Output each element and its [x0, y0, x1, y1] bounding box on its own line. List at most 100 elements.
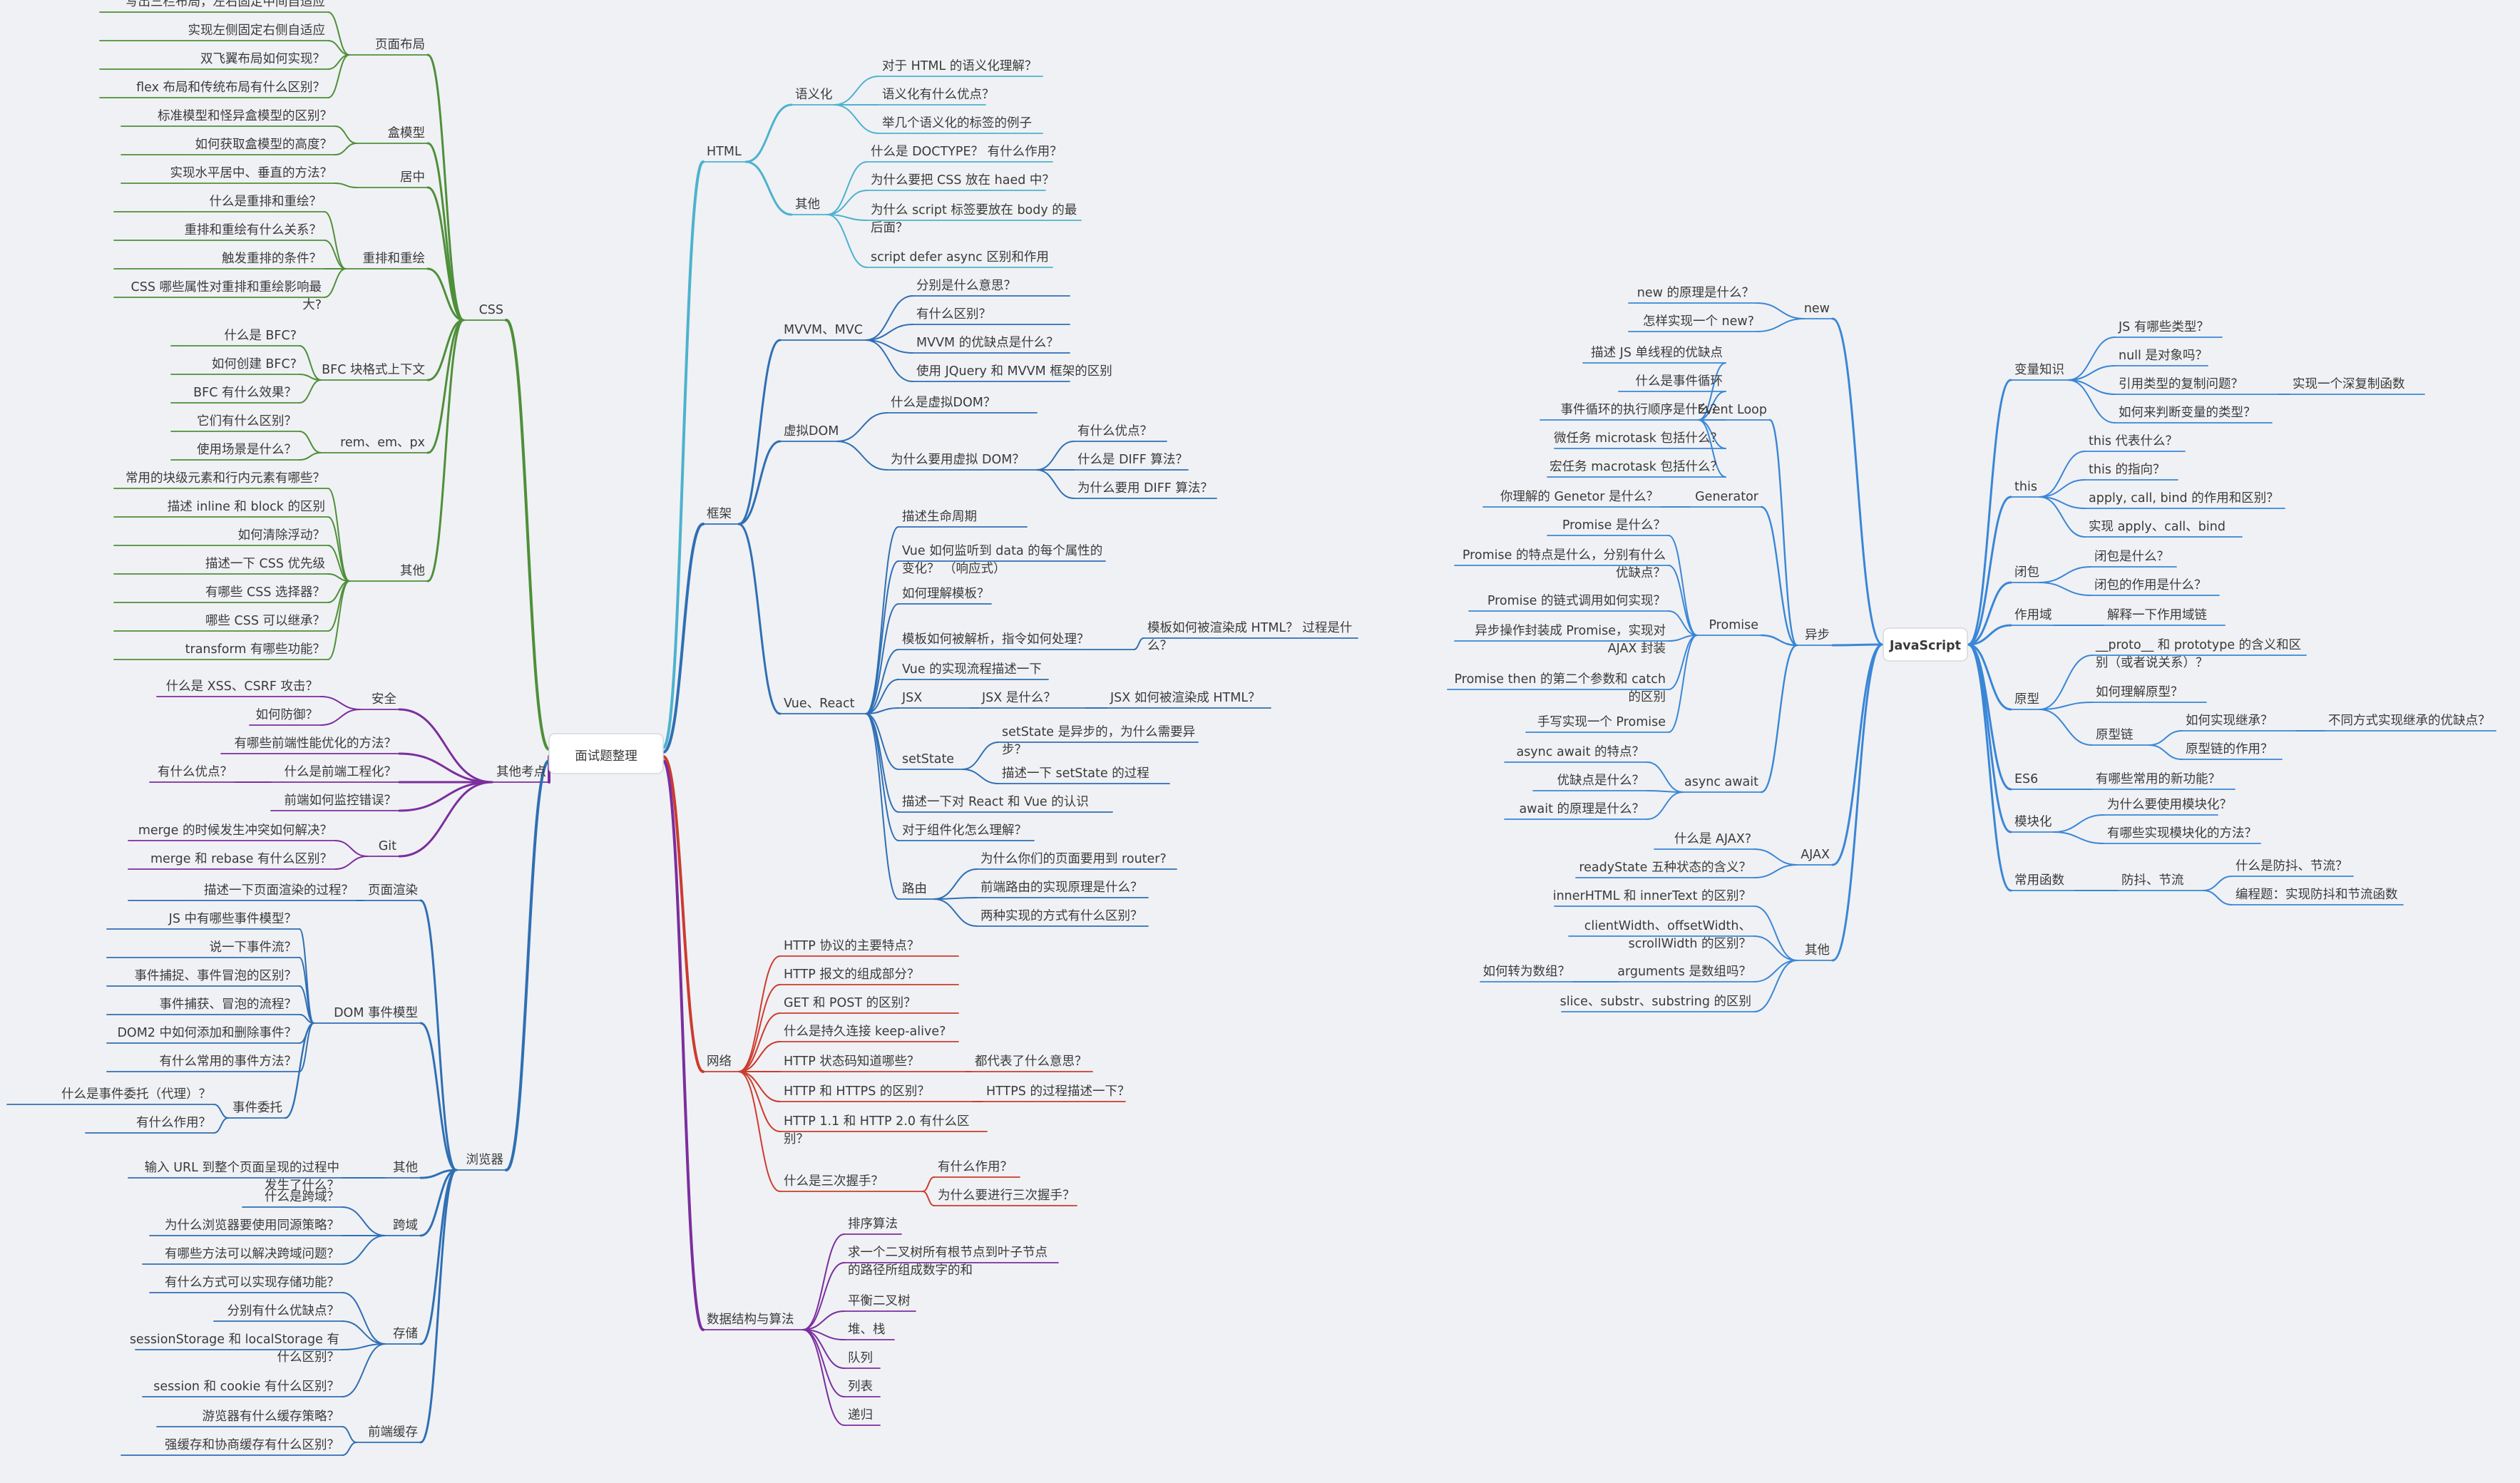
node-css-bfc-items-1[interactable]: 如何创建 BFC? — [212, 357, 297, 371]
node-framework-vdom-label[interactable]: 虚拟DOM — [784, 424, 839, 438]
node-other-topics-security-items-1[interactable]: 如何防御？ — [256, 708, 319, 722]
node-html-semantic-items-0[interactable]: 对于 HTML 的语义化理解？ — [882, 59, 1037, 73]
node-js-async-label[interactable]: 异步 — [1805, 628, 1830, 642]
node-browser-render-label[interactable]: 页面渲染 — [368, 883, 418, 898]
node-network-handshake-items-0[interactable]: 有什么作用？ — [938, 1160, 1013, 1174]
node-browser-dom-events-items-1[interactable]: 说一下事件流？ — [210, 940, 297, 955]
node-browser-storage-items-4[interactable]: session 和 cookie 有什么区别？ — [153, 1380, 339, 1394]
node-css-center-items-0[interactable]: 实现水平居中、垂直的方法？ — [170, 166, 333, 180]
node-css-reflow-items-2[interactable]: 触发重排的条件？ — [222, 252, 322, 266]
node-js-async-event-loop-items-2[interactable]: 事件循环的执行顺序是什么？ — [1561, 403, 1723, 417]
node-js-new-items-0[interactable]: new 的原理是什么？ — [1637, 286, 1754, 300]
node-js-other-items-5[interactable]: slice、substr、substring 的区别 — [1560, 995, 1751, 1009]
node-browser-label[interactable]: 浏览器 — [466, 1153, 504, 1167]
node-browser-storage-items-2[interactable]: sessionStorage 和 localStorage 有 — [130, 1333, 339, 1347]
node-algo-items-0[interactable]: 排序算法 — [848, 1217, 898, 1231]
node-browser-delegate-items-0[interactable]: 什么是事件委托（代理）？ — [61, 1087, 211, 1102]
node-css-box-model-items-0[interactable]: 标准模型和怪异盒模型的区别？ — [158, 109, 332, 123]
node-other-topics-security-label[interactable]: 安全 — [372, 692, 396, 707]
node-framework-mvvm-items-2[interactable]: MVVM 的优缺点是什么？ — [916, 336, 1059, 350]
node-framework-vue-react-setstate-items-0-cont[interactable]: 步？ — [1002, 743, 1027, 757]
node-js-funcs-sub[interactable]: 防抖、节流 — [2121, 873, 2184, 888]
node-browser-dom-events-label[interactable]: DOM 事件模型 — [334, 1006, 418, 1020]
node-js-closure-label[interactable]: 闭包 — [2014, 565, 2039, 580]
node-algo-items-1[interactable]: 求一个二叉树所有根节点到叶子节点 — [848, 1246, 1048, 1260]
node-js-closure-items-1[interactable]: 闭包的作用是什么？ — [2094, 578, 2207, 592]
node-css-other-items-5[interactable]: 哪些 CSS 可以继承？ — [205, 614, 325, 628]
node-framework-mvvm-label[interactable]: MVVM、MVC — [784, 323, 863, 337]
node-js-other-items-0[interactable]: innerHTML 和 innerText 的区别？ — [1553, 889, 1751, 903]
node-other-topics-engineering-sub[interactable]: 有什么优点？ — [158, 765, 232, 779]
node-browser-dom-events-items-3[interactable]: 事件捕获、冒泡的流程？ — [160, 997, 297, 1012]
node-js-prototype-items-0[interactable]: __proto__ 和 prototype 的含义和区 — [2095, 638, 2301, 652]
node-framework-vue-react-setstate-items-2[interactable]: 描述一下 setState 的过程 — [1002, 766, 1149, 781]
node-framework-vue-react-jsx-label[interactable]: JSX — [901, 691, 922, 705]
node-js-async-promise-items-4[interactable]: 异步操作封装成 Promise，实现对 — [1475, 624, 1666, 638]
node-browser-cache-items-1[interactable]: 强缓存和协商缓存有什么区别？ — [165, 1438, 339, 1452]
node-html-semantic-items-1[interactable]: 语义化有什么优点？ — [882, 88, 995, 102]
node-js-async-promise-label[interactable]: Promise — [1709, 618, 1758, 632]
node-js-async-promise-items-6-cont[interactable]: 的区别 — [1629, 690, 1666, 704]
node-other-topics-monitor[interactable]: 前端如何监控错误？ — [285, 794, 397, 808]
node-js-ajax-items-0[interactable]: 什么是 AJAX? — [1674, 832, 1751, 846]
node-other-topics-git-items-1[interactable]: merge 和 rebase 有什么区别？ — [150, 852, 332, 866]
node-framework-vue-react-items-4[interactable]: 模板如何被解析，指令如何处理？ — [902, 632, 1090, 647]
node-browser-cache-items-0[interactable]: 游览器有什么缓存策略？ — [203, 1410, 340, 1424]
node-js-other-items-1[interactable]: clientWidth、offsetWidth、 — [1584, 919, 1751, 933]
root-node[interactable]: 面试题整理 — [575, 749, 637, 764]
node-js-ajax-items-1[interactable]: readyState 五种状态的含义？ — [1579, 861, 1751, 875]
node-algo-items-4[interactable]: 堆、栈 — [848, 1323, 886, 1337]
node-framework-vue-react-compare[interactable]: 描述一下对 React 和 Vue 的认识 — [902, 795, 1089, 809]
node-browser-cors-items-2[interactable]: 有哪些方法可以解决跨域问题？ — [165, 1247, 339, 1261]
node-framework-vue-react-items-0[interactable]: 描述生命周期 — [902, 510, 977, 524]
node-browser-dom-events-items-5[interactable]: 有什么常用的事件方法？ — [160, 1054, 297, 1069]
node-js-new-label[interactable]: new — [1804, 302, 1830, 316]
node-browser-delegate-label[interactable]: 事件委托 — [232, 1101, 282, 1115]
node-css-units-items-1[interactable]: 使用场景是什么？ — [197, 442, 297, 457]
node-framework-vue-react-component[interactable]: 对于组件化怎么理解？ — [902, 823, 1027, 838]
node-js-async-promise-items-3[interactable]: Promise 的链式调用如何实现？ — [1487, 594, 1666, 608]
node-html-other-items-4[interactable]: script defer async 区别和作用 — [871, 250, 1049, 265]
node-css-units-label[interactable]: rem、em、px — [340, 436, 425, 450]
node-css-other-items-4[interactable]: 有哪些 CSS 选择器？ — [205, 585, 325, 600]
node-js-async-promise-items-1[interactable]: Promise 的特点是什么，分别有什么 — [1463, 548, 1666, 563]
node-framework-vue-react-router-items-2[interactable]: 两种实现的方式有什么区别？ — [980, 909, 1143, 923]
node-browser-other-items-0-cont[interactable]: 发生了什么？ — [265, 1179, 339, 1193]
node-framework-label[interactable]: 框架 — [707, 507, 732, 521]
node-js-chain-items-2[interactable]: 原型链的作用？ — [2186, 742, 2273, 756]
node-framework-vue-react-router-items-0[interactable]: 为什么你们的页面要用到 router? — [980, 852, 1167, 866]
node-browser-dom-events-items-4[interactable]: DOM2 中如何添加和删除事件？ — [117, 1026, 297, 1040]
node-other-topics-git-items-0[interactable]: merge 的时候发生冲突如何解决？ — [138, 823, 332, 838]
node-js-async-generator-label[interactable]: Generator — [1695, 490, 1759, 504]
node-other-topics-git-label[interactable]: Git — [379, 839, 396, 853]
node-html-semantic-label[interactable]: 语义化 — [795, 88, 833, 102]
node-network-handshake-items-1[interactable]: 为什么要进行三次握手？ — [938, 1189, 1075, 1203]
node-js-modules-label[interactable]: 模块化 — [2014, 815, 2052, 829]
node-framework-vue-react-jsx-what[interactable]: JSX 是什么？ — [981, 691, 1056, 705]
node-browser-dom-events-items-0[interactable]: JS 中有哪些事件模型？ — [168, 912, 297, 926]
node-js-other-items-3[interactable]: arguments 是数组吗？ — [1617, 965, 1751, 979]
node-js-async-promise-items-0[interactable]: Promise 是什么？ — [1562, 518, 1666, 533]
node-network-items-5[interactable]: 都代表了什么意思？ — [975, 1054, 1087, 1069]
node-browser-delegate-items-1[interactable]: 有什么作用？ — [136, 1116, 211, 1130]
node-other-topics-label[interactable]: 其他考点 — [496, 765, 546, 779]
node-browser-cors-label[interactable]: 跨域 — [393, 1218, 418, 1233]
node-js-variables-items-0[interactable]: JS 有哪些类型？ — [2118, 320, 2209, 334]
node-js-async-event-loop-items-3[interactable]: 微任务 microtask 包括什么？ — [1554, 431, 1723, 446]
node-network-items-7[interactable]: HTTPS 的过程描述一下？ — [986, 1084, 1130, 1099]
node-framework-vdom-why[interactable]: 为什么要用虚拟 DOM？ — [891, 453, 1025, 467]
node-js-funcs-label[interactable]: 常用函数 — [2014, 873, 2064, 888]
node-js-closure-items-0[interactable]: 闭包是什么？ — [2094, 550, 2169, 564]
node-js-funcs-items-0[interactable]: 什么是防抖、节流？ — [2235, 859, 2348, 873]
node-algo-items-3[interactable]: 平衡二叉树 — [848, 1294, 911, 1308]
node-js-ajax-label[interactable]: AJAX — [1801, 848, 1830, 862]
node-network-items-8[interactable]: HTTP 1.1 和 HTTP 2.0 有什么区 — [784, 1114, 970, 1129]
node-framework-vue-react-items-1[interactable]: Vue 如何监听到 data 的每个属性的 — [902, 544, 1102, 558]
node-js-async-async-await-items-0[interactable]: async await 的特点？ — [1516, 745, 1644, 759]
node-js-funcs-items-1[interactable]: 编程题：实现防抖和节流函数 — [2235, 888, 2398, 902]
node-js-variables-label[interactable]: 变量知识 — [2014, 363, 2064, 377]
node-js-variables-items-1[interactable]: null 是对象吗？ — [2119, 349, 2208, 363]
node-browser-cors-items-1[interactable]: 为什么浏览器要使用同源策略？ — [165, 1218, 339, 1233]
node-browser-cors-items-0[interactable]: 什么是跨域？ — [265, 1190, 339, 1204]
node-js-es6-items-0[interactable]: 有哪些常用的新功能？ — [2096, 772, 2221, 786]
